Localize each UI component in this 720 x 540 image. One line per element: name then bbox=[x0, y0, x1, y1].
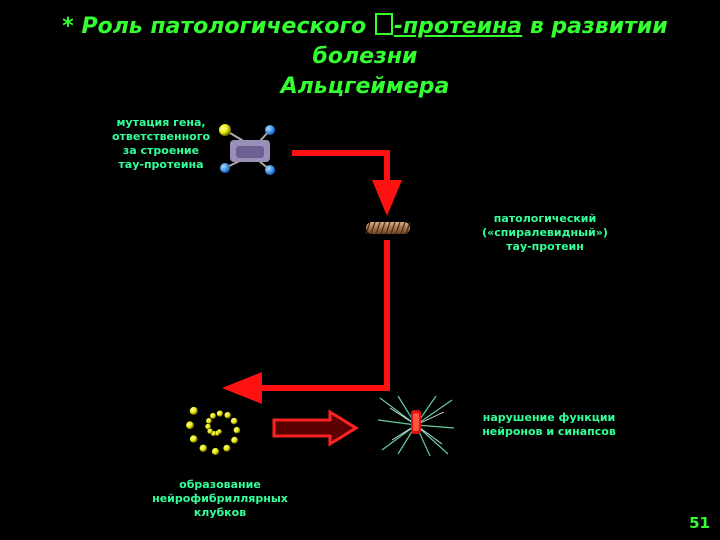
tangle-bead bbox=[223, 444, 231, 452]
mutation-label-line: мутация гена, bbox=[116, 116, 206, 129]
tangle-bead bbox=[216, 410, 223, 417]
arrow-head-left bbox=[222, 372, 262, 404]
dysfunction-label-line: нарушение функции bbox=[482, 411, 616, 424]
mutation-label-line: тау-протеина bbox=[118, 158, 204, 171]
arrow-to-tangles bbox=[258, 240, 390, 391]
hollow-arrow-right bbox=[272, 409, 359, 447]
arrow-to-protein bbox=[292, 150, 390, 182]
arrow-head-down bbox=[372, 180, 402, 216]
tangle-bead bbox=[210, 412, 216, 419]
pathological-label-line: тау-протеин bbox=[506, 240, 584, 253]
pathological-label-line: («спиралевидный») bbox=[482, 226, 608, 239]
tangles-label-line: клубков bbox=[193, 506, 247, 519]
dysfunction-label-line: нейронов и синапсов bbox=[482, 425, 616, 438]
title-text-4: Альцгеймера bbox=[280, 74, 450, 99]
pathological-label-line: патологический bbox=[493, 212, 597, 225]
helix-protein-icon bbox=[365, 221, 411, 235]
mutation-label-line: за строение bbox=[122, 144, 200, 157]
missing-glyph-icon bbox=[374, 13, 393, 35]
tangle-bead bbox=[205, 423, 211, 430]
mutation-label: мутация гена, ответственного за строение… bbox=[102, 116, 220, 172]
neurofibrillary-tangle-icon bbox=[184, 394, 252, 462]
tangle-bead bbox=[199, 444, 207, 452]
neuron-synapse-icon bbox=[376, 394, 456, 457]
dysfunction-label: нарушение функции нейронов и синапсов bbox=[474, 411, 624, 439]
title-text-2: -протеина bbox=[393, 14, 523, 39]
tangle-bead bbox=[211, 447, 220, 456]
tangle-bead bbox=[224, 412, 231, 419]
tangle-bead bbox=[214, 430, 220, 436]
title-text-1: Роль патологического bbox=[81, 14, 367, 39]
tangle-bead bbox=[189, 435, 198, 443]
tangle-bead bbox=[189, 406, 198, 415]
title-text-3: в развитии болезни bbox=[312, 14, 668, 69]
tangle-bead bbox=[231, 436, 239, 444]
molecule-icon bbox=[219, 124, 275, 175]
mutation-label-line: ответственного bbox=[111, 130, 211, 143]
page-number: 51 bbox=[689, 514, 710, 532]
tangle-bead bbox=[230, 417, 238, 425]
pathological-protein-label: патологический («спиралевидный») тау-про… bbox=[470, 212, 620, 254]
tangles-label-line: образование bbox=[179, 478, 261, 491]
tangle-bead bbox=[186, 421, 194, 430]
slide-title: * Роль патологического -протеина в разви… bbox=[20, 12, 710, 102]
tangle-bead bbox=[206, 418, 212, 424]
tangle-bead bbox=[233, 426, 241, 434]
title-star: * bbox=[62, 14, 74, 39]
tangles-label: образование нейрофибриллярных клубков bbox=[140, 478, 300, 520]
tangle-bead bbox=[207, 428, 213, 434]
tangles-label-line: нейрофибриллярных bbox=[152, 492, 288, 505]
